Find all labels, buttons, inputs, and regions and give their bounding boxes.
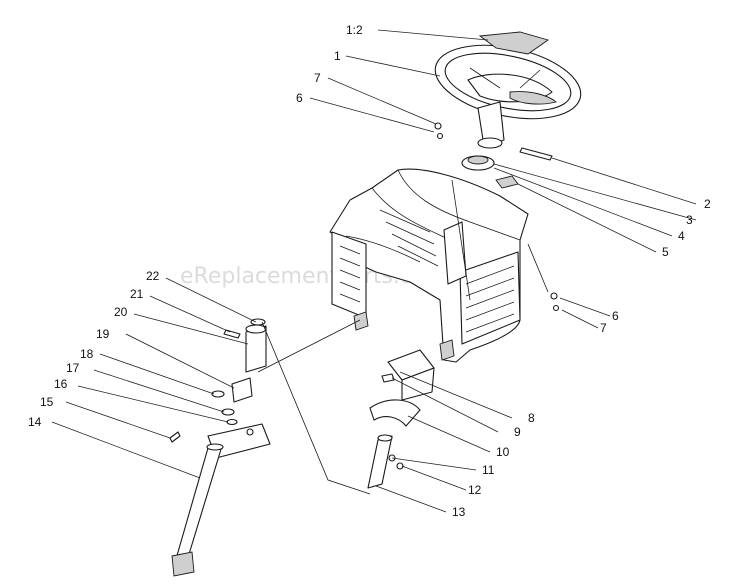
washer-18 — [211, 390, 225, 398]
callout-4: 4 — [678, 229, 685, 243]
callout-17: 17 — [66, 361, 80, 375]
callout-7-upper: 7 — [314, 71, 321, 85]
callout-21: 21 — [130, 287, 144, 301]
callout-13: 13 — [452, 505, 466, 519]
washer-22 — [250, 318, 266, 326]
callout-10: 10 — [496, 445, 510, 459]
callout-15: 15 — [40, 395, 54, 409]
callout-19: 19 — [96, 327, 110, 341]
dash-housing — [329, 168, 529, 363]
screw-15 — [169, 431, 181, 443]
bearing-19 — [231, 377, 253, 403]
tube-13 — [367, 434, 393, 489]
steering-wheel — [434, 44, 582, 120]
callout-20: 20 — [114, 305, 128, 319]
steering-wheel-cap — [478, 31, 550, 55]
bracket-8 — [387, 349, 435, 401]
callout-3: 3 — [686, 213, 693, 227]
callout-16: 16 — [54, 377, 68, 391]
callout-labels: 1:2 1 7 6 2 3 4 5 6 7 22 21 20 19 18 17 … — [28, 23, 711, 519]
callout-18: 18 — [80, 347, 94, 361]
leader-lines — [51, 29, 697, 513]
callout-7-right: 7 — [600, 321, 607, 335]
bolt-9 — [381, 373, 395, 383]
column-bushing — [245, 324, 267, 373]
washer-17 — [221, 408, 235, 416]
callout-1: 1 — [334, 49, 341, 63]
callout-5: 5 — [662, 245, 669, 259]
callout-14: 14 — [28, 415, 42, 429]
bushing — [461, 155, 495, 171]
callout-22: 22 — [146, 269, 160, 283]
callout-11: 11 — [482, 463, 495, 477]
callout-1-2: 1:2 — [346, 23, 363, 37]
steering-hub — [477, 101, 505, 149]
callout-12: 12 — [468, 483, 482, 497]
clip — [495, 175, 519, 189]
callout-6-right: 6 — [612, 309, 619, 323]
bracket-10 — [369, 399, 421, 427]
roll-pin — [519, 147, 553, 161]
callout-6-upper: 6 — [296, 91, 303, 105]
bolt-21 — [223, 329, 241, 339]
steering-shaft — [171, 443, 224, 577]
washer-16 — [226, 418, 238, 426]
screw-right — [550, 292, 560, 312]
callout-9: 9 — [514, 425, 521, 439]
callout-8: 8 — [528, 411, 535, 425]
callout-2: 2 — [704, 197, 711, 211]
screw-upper — [434, 122, 444, 140]
